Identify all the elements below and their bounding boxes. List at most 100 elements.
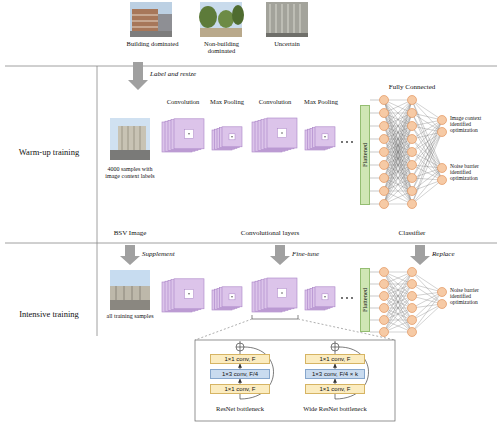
neuron [380,304,389,313]
conv-label: 1×3 conv, F/4 × k [312,371,358,377]
neuron [380,174,389,183]
neuron [380,148,389,157]
network-link [384,139,412,204]
conv-label: 1×1 conv, F [224,356,255,362]
ellipsis-dot [351,141,353,143]
photo-stripe [140,126,141,152]
layer-label: Max Pooling [296,98,346,105]
step-label: Supplement [142,251,212,259]
feature-map [222,127,242,147]
kernel [188,293,190,295]
conv-box: 1×3 conv, F/4 × k [305,369,365,379]
connector [335,364,336,369]
photo-stripe [124,286,125,300]
photo-ground [130,31,172,37]
photo-wall [266,2,308,37]
kernel [185,289,194,298]
network-link [412,272,442,292]
add-symbol [236,343,244,351]
photo-stripe [281,4,282,33]
kernel [322,294,328,300]
neuron [380,109,389,118]
photo-caption: Uncertain [262,40,312,47]
flatten-bar: Flattened [360,268,370,332]
frame-line [5,66,497,67]
step-label: Fine-tune [292,251,362,259]
frame-line [5,243,497,244]
photo-stripe [287,4,288,33]
flatten-bar: Flattened [360,105,370,205]
network-link [384,272,412,308]
neuron [408,292,417,301]
section-label: Convolutional layers [220,230,320,238]
kernel [324,136,326,138]
neuron [408,304,417,313]
conv-label: 1×1 conv, F [319,356,350,362]
connector [240,364,241,369]
add-symbol [331,343,339,351]
photo-stripe [116,286,117,300]
connector [240,379,241,384]
network-link [384,139,412,204]
feature-map [267,278,297,308]
network-link [384,296,412,332]
kernel [231,136,233,138]
feature-map [222,287,242,307]
add-symbol [240,343,241,351]
network-link [412,292,442,332]
neuron [408,109,417,118]
neuron [408,200,417,209]
bsv-image [110,270,150,310]
photo-caption: Building dominated [125,40,180,47]
neuron [380,122,389,131]
layer-label: Max Pooling [202,98,252,105]
ellipsis-dot [341,141,343,143]
neuron [380,135,389,144]
photo-barrier [118,126,146,152]
neuron [408,148,417,157]
network-link [412,132,442,191]
photo-window [132,15,158,16]
neuron [408,135,417,144]
inset-panel [195,340,395,421]
neuron [408,161,417,170]
neuron [380,161,389,170]
conv-label: 1×1 conv, F [224,386,255,392]
photo [266,2,308,37]
neuron [408,328,417,337]
neuron [380,280,389,289]
conv-box: 1×1 conv, F [305,384,365,394]
frame-line [97,66,98,336]
photo-stripe [299,4,300,33]
network-link [384,296,412,332]
neuron [408,174,417,183]
block-label: Wide ResNet bottleneck [290,405,380,412]
photo-sky [110,118,150,160]
neuron [408,122,417,131]
kernel [185,129,194,138]
conv-label: 1×1 conv, F [319,386,350,392]
output-label: Image context identified optimization [450,115,499,133]
image-caption: all training samples [100,313,160,320]
neuron [380,268,389,277]
photo-building [158,14,172,31]
network-link [412,168,442,204]
neuron [380,316,389,325]
zoom-line [195,319,252,340]
kernel [229,294,235,300]
photo-ground [200,28,242,37]
conv-box: 1×1 conv, F [210,384,270,394]
network-link [412,113,442,180]
kernel [324,296,326,298]
photo-stripe [293,4,294,33]
neuron [380,292,389,301]
photo-caption: Non-building dominated [194,40,249,54]
step-label: Replace [432,251,492,259]
neuron [408,280,417,289]
neuron [438,300,447,309]
photo [130,2,172,37]
photo-ground [110,300,150,310]
feature-map [174,279,204,309]
photo-stripe [132,286,133,300]
network-link [384,165,412,204]
